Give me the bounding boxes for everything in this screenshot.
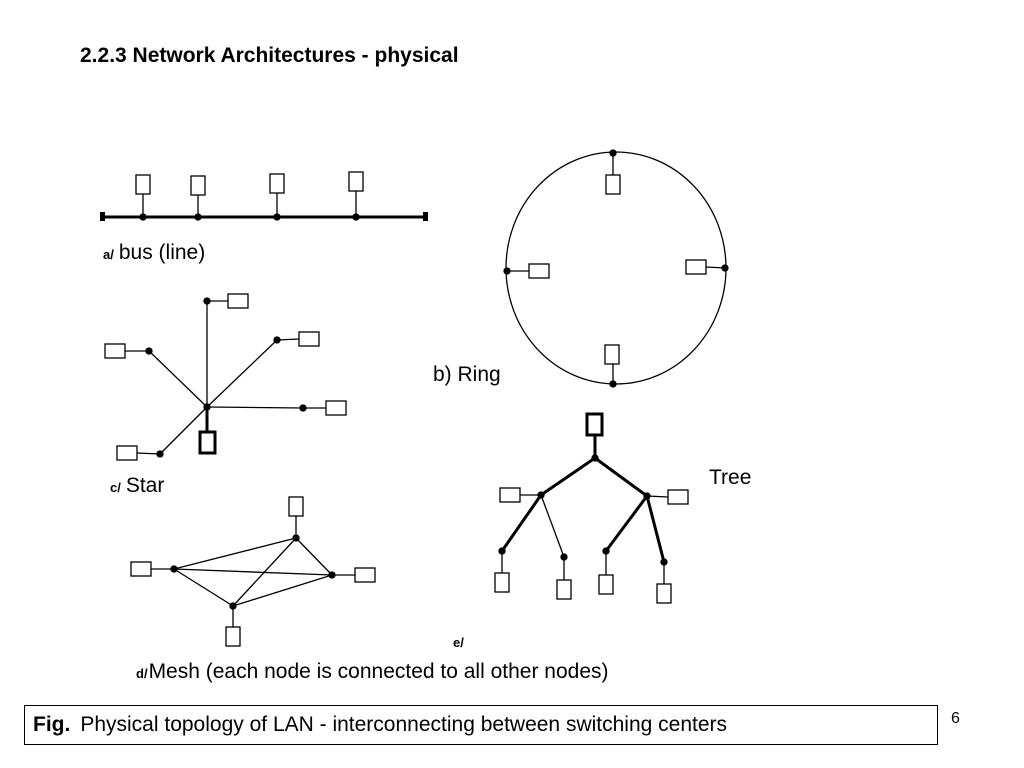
mesh-node (328, 567, 376, 583)
ring-node (604, 344, 620, 388)
tree-label: Tree (709, 466, 752, 489)
tree-leaf-node (556, 553, 572, 600)
caption-text: Physical topology of LAN - interconnecti… (80, 713, 728, 736)
computer-icon (269, 173, 285, 194)
bus-terminator-right (423, 212, 428, 221)
computer-icon (685, 259, 707, 275)
bus-tag: a/ (103, 247, 114, 262)
computer-icon (656, 583, 672, 604)
tree-leaf-node (494, 547, 510, 593)
caption-prefix: Fig. (33, 713, 71, 736)
star-topology (104, 293, 347, 461)
tree-tag: e/ (453, 635, 464, 650)
bus-node (348, 171, 364, 221)
computer-icon (605, 174, 621, 195)
star-label-text: Star (125, 474, 165, 497)
figure-caption: Fig. Physical topology of LAN - interconn… (24, 705, 938, 745)
tree-topology (494, 412, 689, 604)
page-number: 6 (951, 710, 960, 727)
star-tag: c/ (110, 480, 121, 495)
computer-icon (135, 174, 151, 195)
computer-icon (499, 487, 521, 503)
star-node (203, 293, 249, 309)
bus-topology (100, 171, 428, 221)
mesh-label: d/Mesh (each node is connected to all ot… (136, 661, 609, 682)
computer-icon (494, 572, 510, 593)
ring-label: b) Ring (433, 363, 501, 386)
mesh-node (130, 561, 178, 577)
star-hub (203, 403, 211, 411)
computer-icon (298, 331, 320, 347)
ring-topology (503, 149, 729, 388)
bus-node (135, 174, 151, 221)
computer-icon (556, 579, 572, 600)
computer-icon (104, 343, 126, 359)
computer-icon (225, 626, 241, 647)
ring-node (685, 259, 729, 275)
computer-icon (288, 496, 304, 517)
tree-leaf-node (656, 558, 672, 604)
star-node (116, 445, 164, 461)
mesh-tag: d/ (136, 666, 148, 681)
star-node (299, 400, 347, 416)
computer-icon (598, 574, 614, 595)
star-label: c/Star (110, 475, 164, 496)
computer-icon (354, 567, 376, 583)
star-node (104, 343, 153, 359)
tree-leaf-node (598, 547, 614, 595)
computer-icon (528, 263, 550, 279)
computer-icon (130, 561, 152, 577)
bus-node (190, 175, 206, 221)
bus-label: a/bus (line) (103, 242, 205, 263)
bus-node (269, 173, 285, 221)
bus-terminator-left (100, 212, 105, 221)
computer-icon (116, 445, 138, 461)
mesh-node (225, 602, 241, 647)
computer-icon (604, 344, 620, 365)
computer-icon (190, 175, 206, 196)
mesh-node (288, 496, 304, 542)
computer-icon (227, 293, 249, 309)
mesh-topology (130, 496, 376, 647)
computer-icon (325, 400, 347, 416)
star-node (273, 331, 320, 347)
root-server-icon (585, 412, 604, 437)
server-icon (198, 430, 217, 455)
bus-label-text: bus (line) (118, 241, 206, 264)
computer-icon (348, 171, 364, 192)
slide-title: 2.2.3 Network Architectures - physical (80, 44, 459, 67)
computer-icon (667, 489, 689, 505)
mesh-label-text: Mesh (each node is connected to all othe… (148, 660, 609, 683)
ring-node (605, 149, 621, 195)
ring-node (503, 263, 550, 279)
